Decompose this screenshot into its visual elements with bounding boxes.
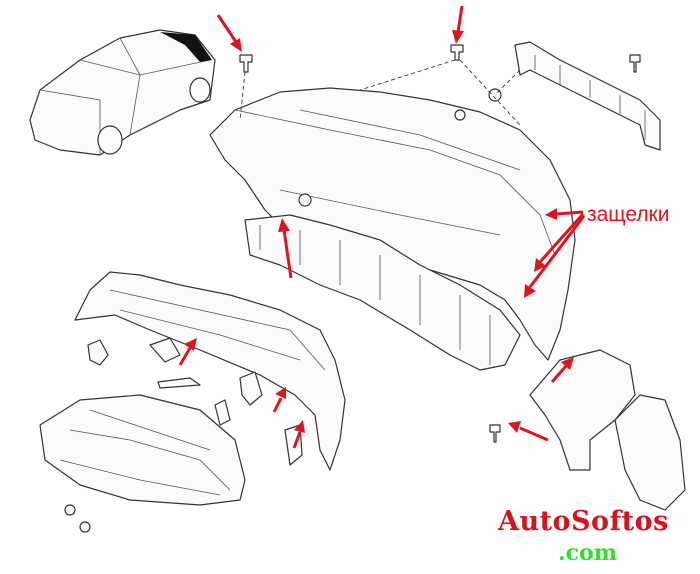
small-brackets [87, 337, 303, 466]
red-arrows [178, 5, 586, 449]
guide-lines [239, 59, 521, 126]
watermark-name: AutoSoftos [498, 506, 669, 537]
lower-diffuser [74, 271, 346, 471]
car-illustration [29, 29, 216, 156]
underbody-shield [39, 394, 246, 533]
upper-bracket [514, 41, 661, 151]
side-brackets [489, 349, 686, 511]
watermark-domain: .com [558, 540, 618, 566]
clip-top [450, 44, 464, 61]
latches-label: защелки [587, 203, 670, 226]
impact-absorber [244, 214, 521, 371]
clip-left [239, 54, 253, 73]
